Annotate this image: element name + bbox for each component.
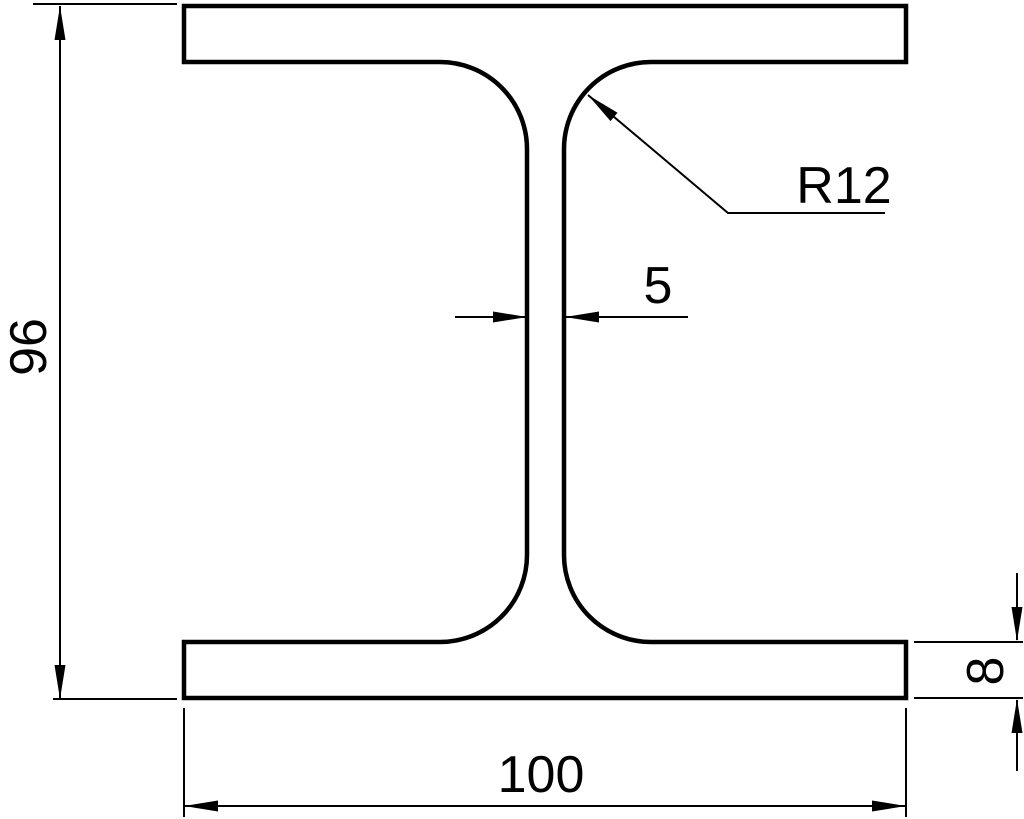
beam-profile	[181, 3, 909, 701]
dim-width-label: 100	[498, 746, 585, 804]
dim-width-arrow-left-icon	[184, 800, 218, 812]
dim-height: 96	[0, 3, 177, 700]
beam-outline	[181, 3, 909, 701]
dim-web-thickness-label: 5	[644, 257, 673, 315]
dim-web-arrow-right-icon	[493, 311, 527, 323]
dim-flange-thickness-label: 8	[957, 657, 1015, 686]
dim-width: 100	[183, 708, 907, 817]
dim-width-arrow-right-icon	[872, 800, 906, 812]
dim-height-arrow-down-icon	[54, 665, 66, 699]
dim-height-label: 96	[0, 318, 58, 376]
dim-web-arrow-left-icon	[565, 311, 599, 323]
dim-fillet-radius-label: R12	[796, 157, 891, 215]
dim-height-arrow-up-icon	[54, 6, 66, 40]
dim-flange-thickness: 8	[914, 573, 1023, 771]
dim-web-thickness: 5	[455, 257, 688, 323]
radius-leader-line	[587, 94, 885, 214]
dim-flange-arrow-up-icon	[1011, 699, 1023, 733]
dim-flange-arrow-down-icon	[1011, 607, 1023, 641]
radius-leader-arrow-icon	[588, 95, 618, 122]
dim-fillet-radius: R12	[587, 94, 892, 215]
